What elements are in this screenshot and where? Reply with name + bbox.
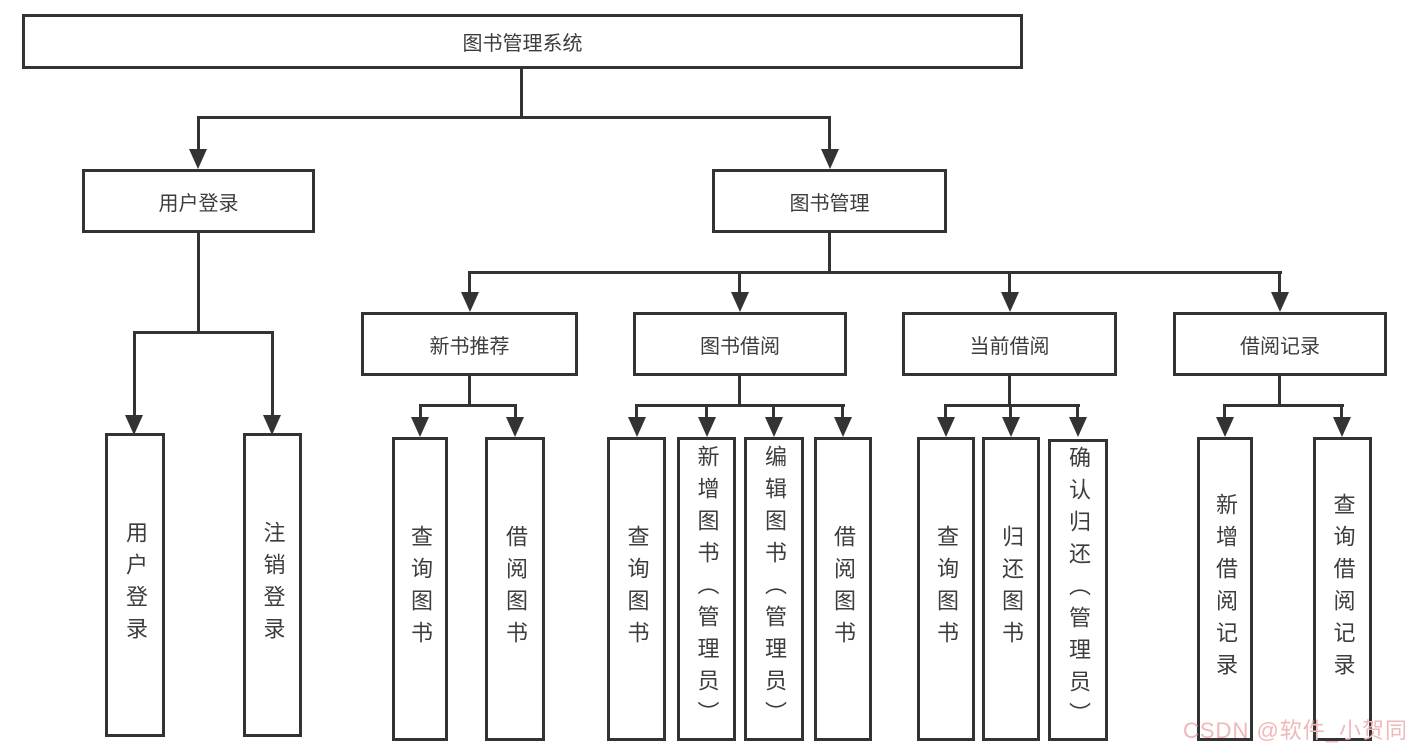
leaf-query-borrow-record: 查询借阅记录 (1313, 437, 1372, 741)
node-borrowing-records-label: 借阅记录 (1240, 335, 1320, 358)
connector-cb-rail (944, 404, 1080, 407)
node-new-book-recommendation: 新书推荐 (361, 312, 578, 376)
node-book-management-label: 图书管理 (789, 192, 870, 215)
connector-bb-drop-3 (772, 404, 775, 419)
leaf-logout-label: 注销登录 (260, 521, 286, 649)
arrow-head (821, 149, 839, 169)
connector-root-stem (520, 69, 523, 118)
leaf-query-borrow-record-label: 查询借阅记录 (1330, 493, 1356, 685)
node-current-borrowing-label: 当前借阅 (969, 335, 1050, 358)
connector-nbr-stem (468, 376, 471, 407)
connector-bb-stem (738, 376, 741, 407)
arrow-head (628, 417, 646, 437)
arrow-head (125, 415, 143, 435)
arrow-head (263, 415, 281, 435)
connector-bb-drop-2 (705, 404, 708, 419)
node-user-login-label: 用户登录 (158, 192, 239, 215)
connector-nbr-rail (419, 404, 517, 407)
connector-user-login-rail (133, 331, 273, 334)
connector-book-management-drop-3 (1008, 271, 1011, 294)
arrow-head (189, 149, 207, 169)
arrow-head (461, 292, 479, 312)
node-borrowing-records: 借阅记录 (1173, 312, 1387, 376)
connector-bb-drop-4 (841, 404, 844, 419)
leaf-add-books-admin-label: 新增图书（管理员） (694, 445, 720, 733)
connector-book-management-drop-4 (1278, 271, 1281, 294)
connector-cb-drop-3 (1076, 404, 1079, 419)
connector-book-management-drop-2 (738, 271, 741, 294)
arrow-head (937, 417, 955, 437)
leaf-borrow-books-label: 借阅图书 (831, 525, 856, 653)
leaf-return-books-label: 归还图书 (999, 525, 1024, 653)
arrow-head (1271, 292, 1289, 312)
connector-nbr-drop-2 (514, 404, 517, 419)
connector-book-management-rail (468, 271, 1282, 274)
leaf-user-login: 用户登录 (105, 433, 165, 737)
connector-user-login-drop-2 (271, 331, 274, 417)
node-book-borrowing: 图书借阅 (633, 312, 847, 376)
leaf-confirm-return-admin: 确认归还（管理员） (1048, 439, 1108, 741)
connector-root-rail (197, 116, 831, 119)
watermark: CSDN @软件_小贺同学 (1183, 718, 1405, 743)
arrow-head (1002, 417, 1020, 437)
node-library-system-label: 图书管理系统 (462, 33, 583, 55)
arrow-head (1069, 417, 1087, 437)
node-new-book-recommendation-label: 新书推荐 (429, 335, 510, 358)
node-library-system: 图书管理系统 (22, 14, 1023, 69)
leaf-return-books: 归还图书 (982, 437, 1040, 741)
connector-cb-stem (1008, 376, 1011, 407)
arrow-head (698, 417, 716, 437)
leaf-logout: 注销登录 (243, 433, 302, 737)
leaf-edit-books-admin: 编辑图书（管理员） (744, 437, 804, 741)
connector-br-drop-1 (1223, 404, 1226, 419)
leaf-query-books-recommend: 查询图书 (392, 437, 448, 741)
leaf-borrow-books-recommend: 借阅图书 (485, 437, 545, 741)
node-book-borrowing-label: 图书借阅 (700, 335, 780, 358)
connector-nbr-drop-1 (419, 404, 422, 419)
leaf-add-borrow-record-label: 新增借阅记录 (1213, 493, 1238, 685)
connector-bb-drop-1 (635, 404, 638, 419)
leaf-query-books-recommend-label: 查询图书 (408, 525, 433, 653)
leaf-query-books-borrowing: 查询图书 (607, 437, 666, 741)
leaf-confirm-return-admin-label: 确认归还（管理员） (1066, 446, 1091, 734)
leaf-borrow-books: 借阅图书 (814, 437, 872, 741)
connector-br-rail (1223, 404, 1344, 407)
connector-br-drop-2 (1340, 404, 1343, 419)
leaf-add-borrow-record: 新增借阅记录 (1197, 437, 1253, 741)
arrow-head (1001, 292, 1019, 312)
connector-user-login-drop-1 (133, 331, 136, 417)
arrow-head (1333, 417, 1351, 437)
leaf-query-books-current: 查询图书 (917, 437, 975, 741)
connector-bb-rail (635, 404, 845, 407)
arrow-head (506, 417, 524, 437)
leaf-query-books-borrowing-label: 查询图书 (624, 525, 650, 653)
connector-br-stem (1278, 376, 1281, 407)
leaf-borrow-books-recommend-label: 借阅图书 (503, 525, 528, 653)
node-user-login: 用户登录 (82, 169, 315, 233)
connector-cb-drop-1 (944, 404, 947, 419)
arrow-head (411, 417, 429, 437)
node-current-borrowing: 当前借阅 (902, 312, 1117, 376)
leaf-add-books-admin: 新增图书（管理员） (677, 437, 736, 741)
connector-book-management-drop-1 (468, 271, 471, 294)
arrow-head (1216, 417, 1234, 437)
arrow-head (765, 417, 783, 437)
connector-user-login-stem (197, 232, 200, 333)
arrow-head (731, 292, 749, 312)
leaf-query-books-current-label: 查询图书 (934, 525, 959, 653)
leaf-user-login-label: 用户登录 (123, 521, 148, 649)
connector-root-drop-right (828, 116, 831, 151)
leaf-edit-books-admin-label: 编辑图书（管理员） (762, 445, 787, 733)
connector-cb-drop-2 (1009, 404, 1012, 419)
node-book-management: 图书管理 (712, 169, 947, 233)
connector-root-drop-left (197, 116, 200, 151)
connector-book-management-stem (828, 232, 831, 274)
arrow-head (834, 417, 852, 437)
